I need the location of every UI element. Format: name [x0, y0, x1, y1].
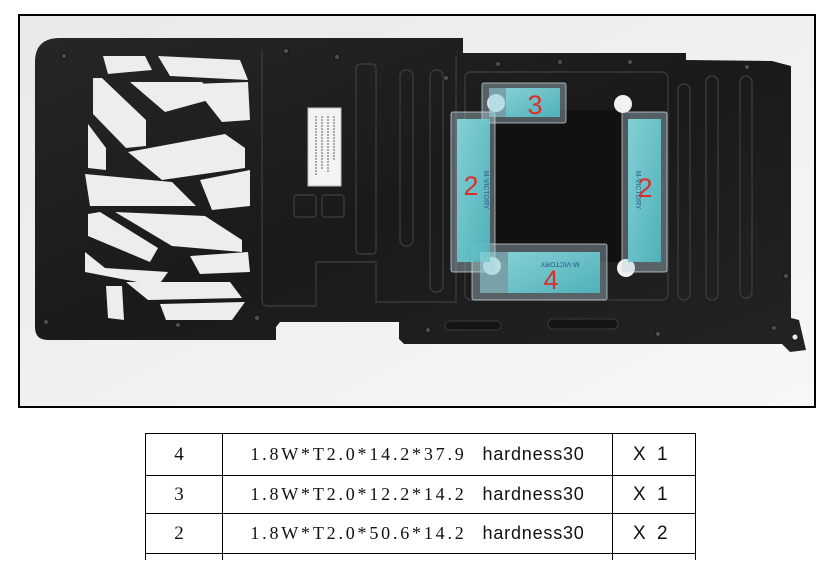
channel-ridge — [355, 63, 377, 255]
channel-ridge — [677, 83, 691, 301]
pad-spec-cell: 1.8W*T2.0*12.2*14.2 hardness30 — [222, 475, 613, 514]
pad-number-cell: 4 — [145, 433, 223, 476]
sticker-body — [307, 107, 342, 187]
pad-label-4: 4 — [543, 265, 558, 295]
vent-slot — [88, 124, 106, 170]
pad-brand-print: M-VICTORY — [482, 171, 489, 210]
thermal-pad-4-edge — [480, 252, 508, 293]
thermal-pad-4 — [508, 252, 600, 293]
screw-hole — [333, 54, 340, 61]
thermal-pad-3 — [506, 88, 560, 117]
pad-number-cell: 2 — [145, 513, 223, 554]
vent-slot — [200, 170, 250, 210]
table-row: 3 1.8W*T2.0*12.2*14.2 hardness30 X 1 — [145, 475, 696, 514]
mount-hole — [614, 95, 632, 113]
screw-hole — [627, 59, 634, 66]
pad-number-cell: 3 — [145, 475, 223, 514]
pad-quantity-cell: X 1 — [612, 433, 696, 476]
channel-ridge — [705, 75, 719, 301]
screw-hole — [783, 272, 790, 279]
pad-brand-print: M-VICTORY — [634, 171, 641, 210]
bottom-slot — [444, 320, 502, 331]
bottom-slot — [547, 318, 619, 330]
serial-sticker — [307, 107, 342, 187]
vent-slot — [160, 302, 245, 320]
vent-slot — [158, 56, 248, 80]
pad-label-3: 3 — [527, 90, 542, 120]
vent-slot — [190, 252, 250, 274]
vent-slot — [192, 82, 250, 122]
screw-hole — [174, 321, 181, 328]
thermal-pad-2-left — [457, 119, 490, 262]
channel-ridge — [399, 69, 414, 247]
vent-slot — [130, 82, 216, 112]
panel-ridge — [261, 50, 457, 307]
screw-hole — [43, 318, 50, 325]
pad-quantity-cell: X 1 — [612, 475, 696, 514]
vent-slot — [93, 78, 146, 148]
backplate-photo: M-VICTORY M-VICTORY M-VICTORY 3 2 2 4 — [18, 14, 816, 408]
pad-hardness: hardness30 — [482, 523, 585, 543]
empty-cell — [145, 553, 223, 560]
vent-slot — [88, 212, 158, 262]
thermal-pad-2-right — [628, 119, 661, 262]
table-row-partial — [145, 553, 696, 560]
pad-brand-print: M-VICTORY — [540, 260, 579, 267]
empty-cell — [222, 553, 613, 560]
pad-dimensions: 1.8W*T2.0*50.6*14.2 — [250, 523, 467, 543]
screw-hole — [655, 330, 662, 337]
vent-slot — [85, 252, 168, 286]
small-square-ridge — [321, 194, 345, 218]
screw-hole — [424, 326, 431, 333]
screw-holes — [43, 48, 799, 341]
table-row: 2 1.8W*T2.0*50.6*14.2 hardness30 X 2 — [145, 513, 696, 554]
pad-spec-cell: 1.8W*T2.0*50.6*14.2 hardness30 — [222, 513, 613, 554]
screw-hole — [744, 64, 751, 71]
vent-slot — [106, 286, 124, 320]
channel-ridge — [429, 69, 444, 293]
pad-dimensions: 1.8W*T2.0*12.2*14.2 — [250, 484, 467, 504]
vent-slot — [115, 212, 242, 252]
screw-hole — [253, 314, 260, 321]
screw-hole — [442, 75, 449, 82]
pad-hardness: hardness30 — [482, 444, 585, 464]
pad-quantity-cell: X 2 — [612, 513, 696, 554]
empty-cell — [612, 553, 696, 560]
vent-slot — [126, 282, 242, 300]
pad-label-2-left: 2 — [463, 171, 478, 201]
screw-hole — [494, 61, 501, 68]
screw-hole — [557, 59, 564, 66]
small-square-ridge — [293, 194, 317, 218]
screw-hole — [282, 48, 289, 55]
pad-spec-cell: 1.8W*T2.0*14.2*37.9 hardness30 — [222, 433, 613, 476]
vent-slot — [128, 134, 245, 180]
screw-hole — [771, 324, 778, 331]
screw-hole — [61, 53, 68, 60]
thermal-pad-3-edge — [489, 88, 506, 117]
pad-hardness: hardness30 — [482, 484, 585, 504]
sticker-print — [315, 116, 335, 176]
table-row: 4 1.8W*T2.0*14.2*37.9 hardness30 X 1 — [145, 433, 696, 476]
thermal-pads — [457, 88, 661, 293]
vent-cutouts — [85, 56, 250, 320]
screw-hole — [791, 333, 799, 341]
pad-label-2-right: 2 — [637, 173, 652, 203]
core-contact-area — [488, 110, 630, 262]
pad-dimensions: 1.8W*T2.0*14.2*37.9 — [250, 444, 467, 464]
thermal-pad-spec-table: 4 1.8W*T2.0*14.2*37.9 hardness30 X 1 3 1.… — [145, 433, 696, 560]
channel-ridge — [739, 75, 753, 299]
vent-slot — [85, 174, 196, 206]
vent-slot — [103, 56, 152, 74]
